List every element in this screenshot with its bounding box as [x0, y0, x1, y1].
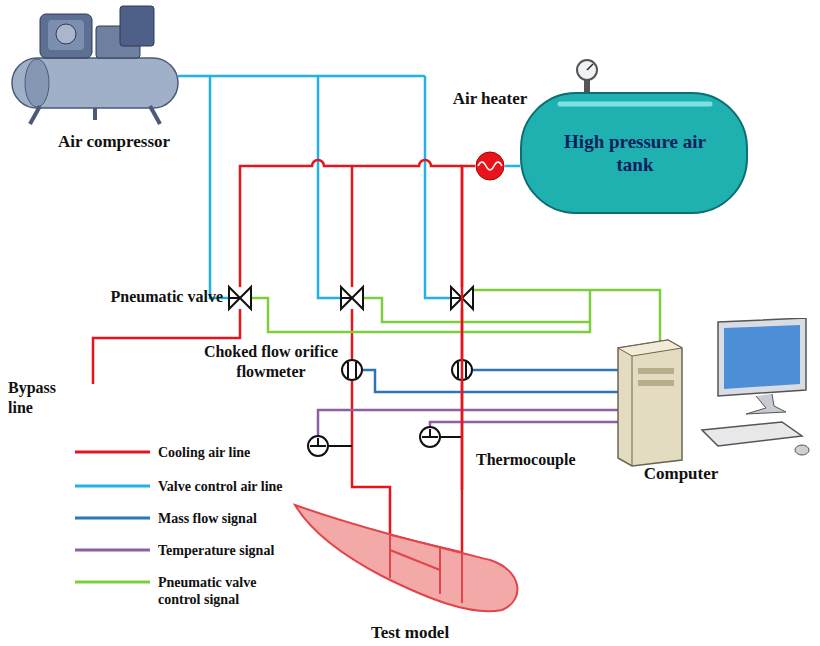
- node-label: Test model: [330, 623, 490, 643]
- valve-control-air-lines: [178, 76, 451, 298]
- heater-node: Air heater: [475, 151, 505, 181]
- legend-text: Pneumatic valve control signal: [158, 574, 286, 608]
- tank-node: High pressure air tank: [520, 92, 748, 214]
- air-tank-shape: [520, 92, 748, 214]
- legend-line-samples: [75, 452, 150, 582]
- flowmeter-label: Choked flow orifice flowmeter: [196, 342, 346, 382]
- node-label: Air compressor: [40, 130, 188, 152]
- compressor-illustration: [12, 6, 178, 124]
- airfoil-test-model: [290, 490, 525, 620]
- pipe-connector: [462, 166, 475, 490]
- heater-symbol: [475, 151, 505, 181]
- computer-node: Computer: [606, 318, 814, 488]
- legend-text: Temperature signal: [158, 542, 286, 559]
- legend-text: Mass flow signal: [158, 510, 286, 527]
- valve-label: Pneumatic valve: [58, 287, 223, 307]
- compressor-node: Air compressor: [40, 130, 188, 158]
- temperature-signal-lines: [318, 410, 618, 436]
- bypass-label: Bypass line: [8, 378, 72, 418]
- pressure-gauge: [577, 60, 597, 94]
- legend-text: Cooling air line: [158, 444, 286, 461]
- pipe-connector: [505, 165, 520, 168]
- thermocouple-symbols: [308, 427, 462, 456]
- pneumatic-valve-symbols: [229, 287, 473, 309]
- node-label: High pressure air tank: [560, 130, 710, 176]
- legend-text: Valve control air line: [158, 478, 286, 495]
- orifice-flowmeter-symbols: [342, 360, 472, 380]
- valve-control-signal-lines: [251, 290, 660, 345]
- thermocouple-label: Thermocouple: [476, 450, 606, 470]
- mass-flow-signal-lines: [362, 370, 618, 392]
- node-label: Computer: [606, 464, 756, 484]
- computer-illustration: [606, 318, 814, 468]
- test-model-node: Test model: [290, 490, 525, 645]
